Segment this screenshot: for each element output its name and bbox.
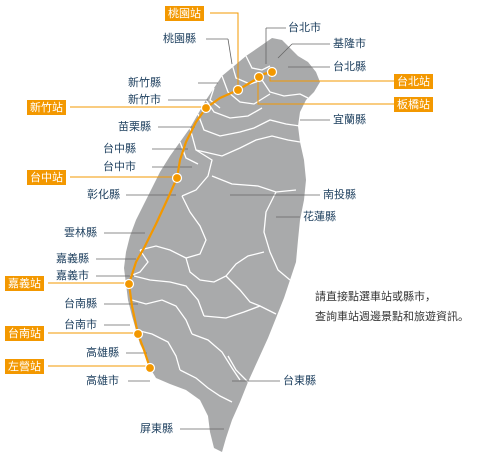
county-borders [129, 55, 309, 403]
county-label-hualien-county[interactable]: 花蓮縣 [303, 210, 336, 223]
station-tag-taipei[interactable]: 台北站 [394, 74, 433, 89]
county-label-yunlin-county[interactable]: 雲林縣 [64, 226, 97, 239]
station-tag-taoyuan[interactable]: 桃園站 [165, 6, 204, 21]
county-label-taichung-city[interactable]: 台中市 [103, 160, 136, 173]
station-tag-banqiao[interactable]: 板橋站 [394, 97, 433, 112]
county-label-tainan-county[interactable]: 台南縣 [64, 297, 97, 310]
station-dot-taipei[interactable] [266, 66, 278, 78]
county-label-tainan-city[interactable]: 台南市 [64, 318, 97, 331]
station-dot-chiayi[interactable] [123, 278, 135, 290]
station-connectors [48, 12, 394, 367]
county-label-hsinchu-county[interactable]: 新竹縣 [128, 76, 161, 89]
station-tag-chiayi[interactable]: 嘉義站 [5, 276, 44, 291]
county-label-nantou-county[interactable]: 南投縣 [323, 188, 356, 201]
county-label-taichung-county[interactable]: 台中縣 [103, 142, 136, 155]
station-dot-hsinchu[interactable] [200, 102, 212, 114]
instruction-line-1: 請直接點選車站或縣市， [315, 290, 436, 303]
station-dot-zuoying[interactable] [144, 362, 156, 374]
instruction-line-2: 查詢車站週邊景點和旅遊資訊。 [315, 310, 469, 323]
leader-lines [96, 27, 330, 430]
station-dot-tainan[interactable] [132, 328, 144, 340]
county-label-chiayi-county[interactable]: 嘉義縣 [56, 252, 89, 265]
county-label-changhua-county[interactable]: 彰化縣 [87, 188, 120, 201]
county-label-taitung-county[interactable]: 台東縣 [283, 374, 316, 387]
county-label-pingtung-county[interactable]: 屏東縣 [140, 422, 173, 435]
instruction-text: 請直接點選車站或縣市， 查詢車站週邊景點和旅遊資訊。 [315, 287, 469, 327]
station-dot-banqiao[interactable] [253, 71, 265, 83]
station-tag-tainan[interactable]: 台南站 [5, 326, 44, 341]
county-label-kaohsiung-county[interactable]: 高雄縣 [86, 346, 119, 359]
taiwan-island-shape [124, 38, 320, 452]
county-label-keelung-city[interactable]: 基隆市 [333, 37, 366, 50]
station-tag-hsinchu[interactable]: 新竹站 [27, 100, 66, 115]
county-label-taoyuan-county[interactable]: 桃園縣 [163, 32, 196, 45]
station-tag-zuoying[interactable]: 左營站 [5, 359, 44, 374]
county-label-hsinchu-city[interactable]: 新竹市 [128, 93, 161, 106]
station-dot-taichung[interactable] [171, 172, 183, 184]
county-label-kaohsiung-city[interactable]: 高雄市 [86, 374, 119, 387]
county-label-chiayi-city[interactable]: 嘉義市 [56, 269, 89, 282]
county-label-miaoli-county[interactable]: 苗栗縣 [118, 120, 151, 133]
county-label-taipei-city[interactable]: 台北市 [288, 21, 321, 34]
station-dots[interactable] [123, 66, 278, 374]
county-label-yilan-county[interactable]: 宜蘭縣 [333, 113, 366, 126]
station-dot-taoyuan[interactable] [232, 84, 244, 96]
station-tag-taichung[interactable]: 台中站 [27, 170, 66, 185]
county-label-taipei-county[interactable]: 台北縣 [333, 60, 366, 73]
